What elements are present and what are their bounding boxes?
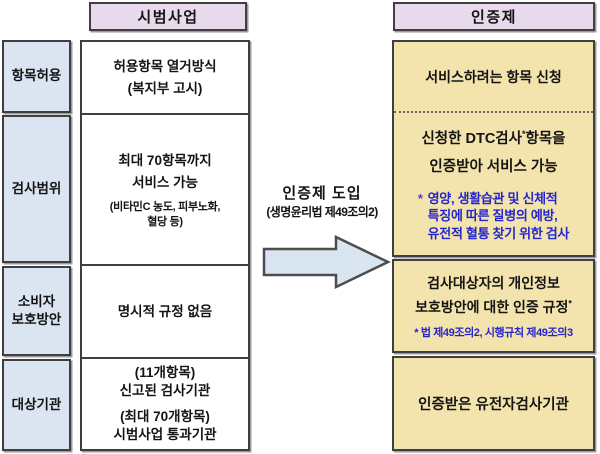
footnote-text: 영양, 생활습관 및 신체적 특징에 따른 질병의 예방, 유전적 혈통 찾기 … [427,191,570,241]
pilot-cell-note: (비타민C 농도, 피부노화, 혈당 등) [109,201,221,228]
row-label-consumer-protection: 소비자 보호방안 [2,266,71,356]
cert-main-line1-pre: 신청한 DTC검사 [421,131,522,148]
cert-box-privacy: 검사대상자의 개인정보 보호방안에 대한 인증 규정* * 법 제49조의2, … [392,259,595,353]
asterisk-mark: * [417,191,423,207]
pilot-cell-main: 최대 70항목까지 서비스 가능 [118,153,212,190]
transition-title: 인증제 도입 [282,185,362,202]
right-arrow-icon [258,230,394,294]
pilot-header-label: 시범사업 [137,9,199,26]
row-label-text: 항목허용 [11,68,62,84]
cert-box-institution: 인증받은 유전자검사기관 [392,356,595,451]
cert-cell-test-scope: 신청한 DTC검사*항목을 인증받아 서비스 가능 * 영양, 생활습관 및 신… [394,113,593,255]
pilot-cell-text: 허용항목 열거방식 (복지부 고시) [113,58,217,96]
asterisk-mark: * [521,129,526,140]
cert-cell-item-application: 서비스하려는 항목 신청 [394,42,593,113]
row-label-text: 검사범위 [11,180,62,196]
pilot-header: 시범사업 [89,2,247,31]
cert-institution-text: 인증받은 유전자검사기관 [418,397,569,413]
cert-header: 인증제 [393,2,595,31]
cert-cell-text: 서비스하려는 항목 신청 [425,68,562,85]
pilot-cell-text: 명시적 규정 없음 [117,303,213,319]
row-label-target-institution: 대상기관 [2,359,71,451]
pilot-cell-consumer-protection: 명시적 규정 없음 [82,266,248,359]
pilot-cell-part1: (11개항목) 신고된 검사기관 [119,364,211,398]
cert-box-application-scope: 서비스하려는 항목 신청 신청한 DTC검사*항목을 인증받아 서비스 가능 *… [392,40,595,257]
cert-header-label: 인증제 [471,9,517,26]
transition-subtitle: (생명윤리법 제49조의2) [266,205,378,219]
asterisk-mark: * [568,297,572,308]
row-label-item-allowance: 항목허용 [2,40,71,113]
cert-privacy-line1: 검사대상자의 개인정보 [427,275,560,292]
cert-cell-main: 신청한 DTC검사*항목을 인증받아 서비스 가능 [421,126,565,181]
pilot-column: 허용항목 열거방식 (복지부 고시) 최대 70항목까지 서비스 가능 (비타민… [80,40,250,451]
row-label-text: 대상기관 [11,396,62,412]
pilot-cell-test-scope: 최대 70항목까지 서비스 가능 (비타민C 농도, 피부노화, 혈당 등) [82,115,248,266]
cert-scope-footnote: * 영양, 생활습관 및 신체적 특징에 따른 질병의 예방, 유전적 혈통 찾… [414,190,573,241]
row-label-test-scope: 검사범위 [2,115,71,263]
row-label-text: 소비자 보호방안 [11,293,62,327]
cert-privacy-footnote: * 법 제49조의2, 시행규칙 제49조의3 [414,326,573,339]
pilot-cell-item-allowance: 허용항목 열거방식 (복지부 고시) [82,42,248,115]
cert-main-line2: 인증받아 서비스 가능 [429,158,558,175]
cert-privacy-line2: 보호방안에 대한 인증 규정 [415,298,569,315]
cert-privacy-main: 검사대상자의 개인정보 보호방안에 대한 인증 규정* [415,272,572,318]
pilot-cell-target-institution: (11개항목) 신고된 검사기관 (최대 70개항목) 시범사업 통과기관 [82,359,248,449]
cert-main-line1-post: 항목을 [525,131,566,148]
pilot-cell-part2: (최대 70개항목) 시범사업 통과기관 [113,409,217,443]
right-arrow-svg [262,235,391,289]
